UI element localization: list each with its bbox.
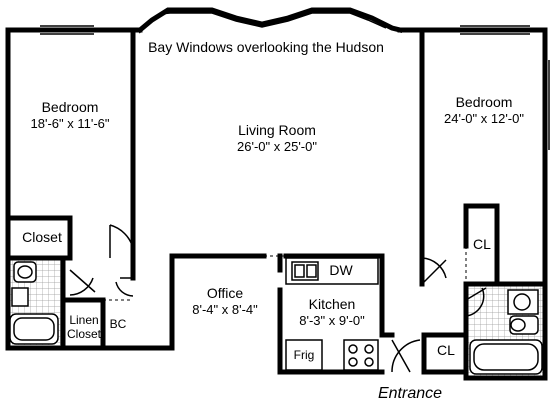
cl-right-lower-label: CL	[437, 342, 455, 358]
frig-label: Frig	[294, 348, 315, 362]
bedroom-left-dims: 18'-6" x 11'-6"	[31, 116, 110, 131]
left-bath-fixtures	[9, 261, 59, 345]
bedroom-right-dims: 24'-0" x 12'-0"	[444, 111, 524, 126]
exterior-walls	[5, 7, 548, 381]
linen-closet-label-2: Closet	[67, 327, 102, 341]
entrance-label: Entrance	[378, 385, 442, 402]
stove-icon	[343, 339, 379, 371]
kitchen-fixtures	[285, 257, 379, 371]
bedroom-right-name: Bedroom	[456, 94, 513, 110]
left-sink-icon	[11, 287, 29, 307]
right-bath-fixtures	[469, 289, 543, 375]
interior-walls	[5, 27, 548, 351]
openings	[103, 246, 467, 301]
bedroom-left-name: Bedroom	[42, 99, 99, 115]
living-room-name: Living Room	[238, 122, 316, 138]
header-title: Bay Windows overlooking the Hudson	[148, 39, 384, 55]
labels: Bay Windows overlooking the Hudson Bedro…	[22, 39, 524, 402]
bc-closet-label: BC	[110, 317, 127, 331]
kitchen-dims: 8'-3" x 9'-0"	[299, 313, 365, 328]
dw-label: DW	[329, 262, 353, 278]
linen-closet-label-1: Linen	[69, 313, 98, 327]
office-name: Office	[207, 285, 244, 301]
living-room-dims: 26'-0" x 25'-0"	[237, 139, 317, 154]
doors	[69, 224, 487, 373]
frig-box	[285, 339, 323, 371]
closet-left-label: Closet	[22, 229, 62, 245]
kitchen-name: Kitchen	[309, 296, 356, 312]
cl-right-upper-label: CL	[473, 236, 491, 252]
windows	[40, 25, 550, 150]
office-dims: 8'-4" x 8'-4"	[192, 302, 258, 317]
